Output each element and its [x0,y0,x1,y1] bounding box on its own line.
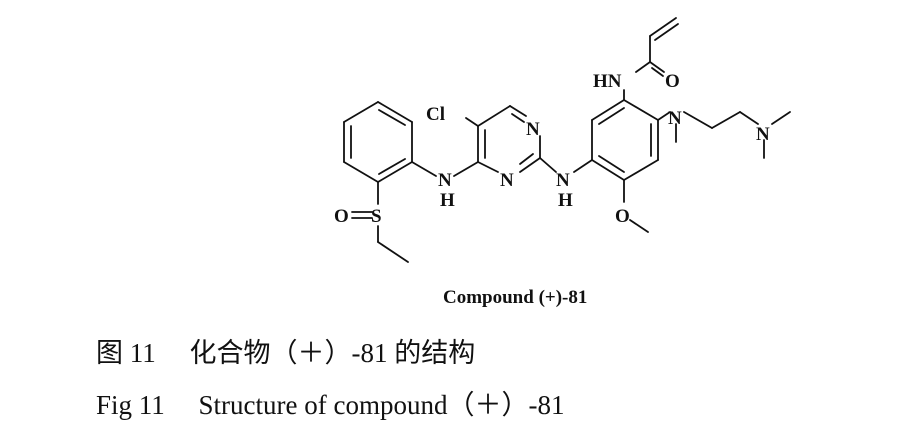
atom-h-mid: H [558,190,573,211]
atom-s-sulfoxide: S [371,206,382,227]
bond-cl [465,117,479,127]
phenyl-ring-left [343,101,413,183]
figure-caption-chinese: 图 11 化合物（＋）-81 的结构 [96,338,476,368]
atom-o-amide: O [665,71,680,92]
atom-n-pyrimidine-bottom: N [500,170,514,191]
atom-n-left: N [438,170,452,191]
aryl-ring-right [591,99,659,181]
atom-cl: Cl [426,104,445,125]
atom-o-methoxy: O [615,206,630,227]
methoxy-group [623,179,649,233]
atom-n-pyrimidine-top: N [526,119,540,140]
chemical-structure-diagram: Cl N N N H N H HN O N N O O S Compound (… [334,17,791,308]
sulfoxide-group [351,181,409,263]
bond-pyrimidine-nh [539,157,557,173]
compound-label: Compound (+)-81 [443,287,587,308]
atom-n-chain: N [668,108,682,129]
bond-nh-aryl [573,159,593,173]
atom-h-left: H [440,190,455,211]
atom-hn-amide: HN [593,71,622,92]
bond-phenyl-nh [411,161,437,177]
figure-caption-english: Fig 11 Structure of compound（＋）-81 [96,390,565,420]
atom-n-mid: N [556,170,570,191]
bond-nh-pyrimidine [453,161,479,177]
atom-o-sulfoxide: O [334,206,349,227]
atom-n-terminal: N [756,124,770,145]
pyrimidine-ring [477,105,541,173]
acrylamide-group [623,17,679,101]
dimethylaminoethyl-chain [657,111,791,159]
structure-svg: Cl N N N H N H HN O N N O O S Compound (… [334,17,791,308]
